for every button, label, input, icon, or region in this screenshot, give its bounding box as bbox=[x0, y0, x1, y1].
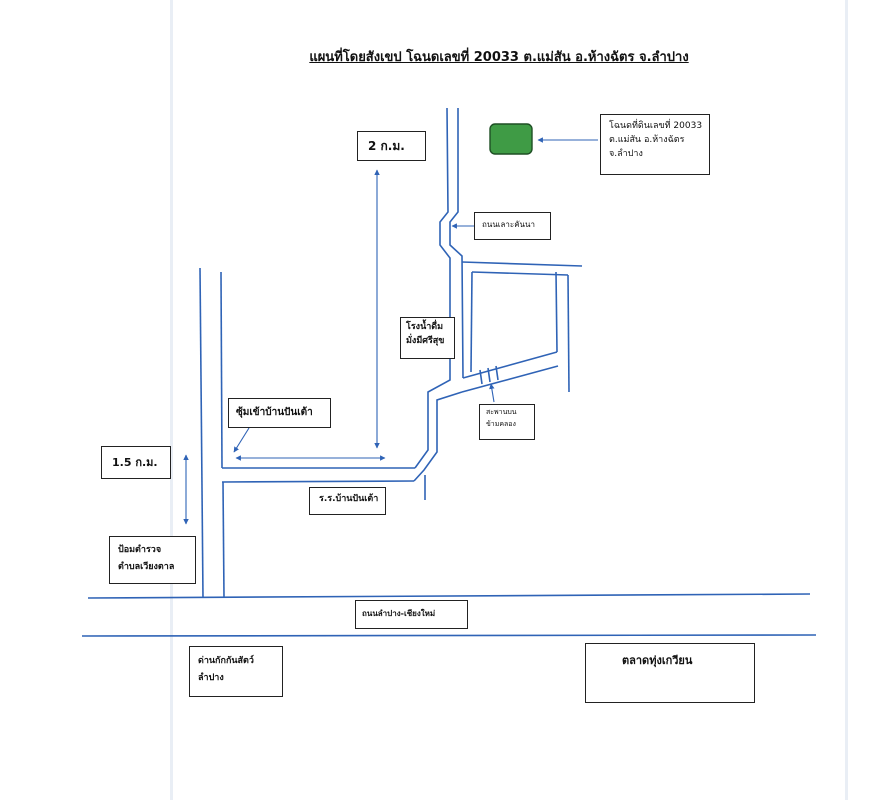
lao-khan-na-road-edge bbox=[413, 391, 463, 482]
canal-road-edge bbox=[471, 271, 569, 276]
police-line-1: ป้อมตำรวจ bbox=[118, 545, 162, 555]
police-road-edge bbox=[199, 267, 204, 599]
bridge-mark bbox=[487, 367, 491, 383]
checkpoint-box: ด่านกักกันสัตว์ ลำปาง bbox=[189, 646, 283, 697]
highway-box: ถนนลำปาง-เชียงใหม่ bbox=[355, 600, 468, 629]
lao-khan-na-road-edge bbox=[449, 108, 464, 379]
canal-road-edge bbox=[461, 261, 583, 267]
market-box: ตลาดทุ่งเกวียน bbox=[585, 643, 755, 703]
bridge-pointer-arrow bbox=[489, 383, 495, 403]
deed-line-1: โฉนดที่ดินเลขที่ 20033 bbox=[609, 121, 703, 131]
distance-2km-box: 2 ก.ม. bbox=[357, 131, 426, 161]
bridge-mark bbox=[479, 369, 483, 385]
bridge-mark bbox=[495, 365, 499, 381]
police-box: ป้อมตำรวจ ตำบลเวียงตาล bbox=[109, 536, 196, 584]
arrows bbox=[183, 137, 598, 525]
highway-label: ถนนลำปาง-เชียงใหม่ bbox=[362, 609, 436, 618]
bridge-box: สะพานบน ข้ามคลอง bbox=[479, 404, 535, 440]
roads bbox=[81, 107, 817, 637]
road-lao-khan-na-box: ถนนเลาะคันนา bbox=[474, 212, 551, 240]
scan-stripe bbox=[170, 0, 173, 800]
highway-road-edge bbox=[87, 593, 811, 599]
highway-road-edge bbox=[81, 634, 817, 637]
canal-road-edge bbox=[555, 271, 558, 353]
police-road-edge bbox=[220, 271, 223, 469]
water-plant-line-2: มั่งมีศรีสุข bbox=[406, 335, 445, 346]
lao-khan-na-road-edge bbox=[414, 107, 451, 469]
school-label: ร.ร.บ้านปันเต้า bbox=[319, 494, 379, 504]
checkpoint-line-1: ด่านกักกันสัตว์ bbox=[198, 656, 254, 666]
water-plant-box: โรงน้ำดื่ม มั่งมีศรีสุข bbox=[400, 317, 455, 359]
ban-pan-tao-road-edge bbox=[222, 481, 225, 599]
arch-label: ซุ้มเข้าบ้านปันเต้า bbox=[236, 407, 313, 418]
checkpoint-line-2: ลำปาง bbox=[198, 673, 224, 684]
distance-1-5km-label: 1.5 ก.ม. bbox=[112, 456, 158, 469]
canal-road-edge bbox=[470, 271, 473, 373]
canal-road-edge bbox=[461, 365, 559, 393]
bridge-line-1: สะพานบน bbox=[486, 408, 517, 416]
road-lao-khan-na-label: ถนนเลาะคันนา bbox=[482, 220, 535, 229]
distance-2km-label: 2 ก.ม. bbox=[368, 139, 405, 153]
map-title: แผนที่โดยสังเขป โฉนดเลขที่ 20033 ต.แม่สั… bbox=[309, 50, 689, 65]
distance-1-5km-box: 1.5 ก.ม. bbox=[101, 446, 171, 479]
deed-info-box: โฉนดที่ดินเลขที่ 20033 ต.แม่สัน อ.ห้างฉั… bbox=[600, 114, 710, 175]
canal-road-edge bbox=[567, 274, 570, 393]
water-plant-line-1: โรงน้ำดื่ม bbox=[406, 322, 444, 332]
bridge-line-2: ข้ามคลอง bbox=[486, 419, 516, 428]
market-label: ตลาดทุ่งเกวียน bbox=[622, 654, 693, 667]
scan-stripe bbox=[845, 0, 848, 800]
police-line-2: ตำบลเวียงตาล bbox=[118, 562, 175, 573]
deed-line-2: ต.แม่สัน อ.ห้างฉัตร bbox=[609, 134, 685, 145]
arch-box: ซุ้มเข้าบ้านปันเต้า bbox=[228, 398, 331, 428]
deed-line-3: จ.ลำปาง bbox=[609, 148, 643, 159]
school-box: ร.ร.บ้านปันเต้า bbox=[309, 487, 386, 515]
ban-pan-tao-road-edge bbox=[221, 480, 415, 483]
land-plot-marker bbox=[489, 123, 533, 155]
arch-pointer-arrow bbox=[233, 427, 250, 453]
canal-road-edge bbox=[462, 351, 558, 379]
